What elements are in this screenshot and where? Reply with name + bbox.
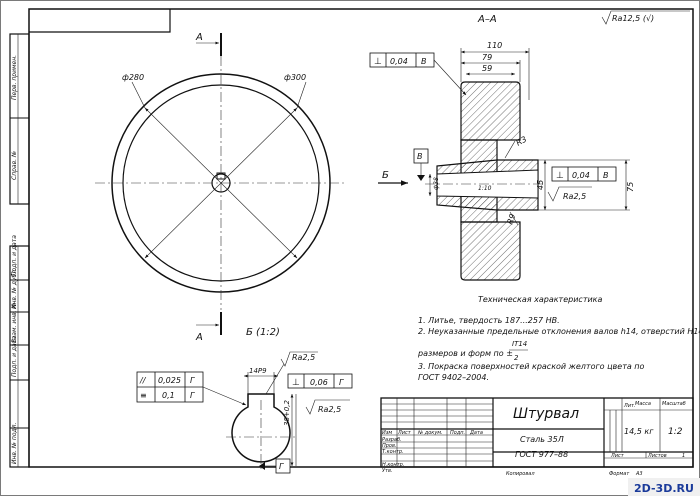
tol-kl-1-value: 0,025 [158, 376, 181, 385]
view-b-label: Б (1:2) [246, 327, 280, 338]
tol-top-symbol: ⊥ [374, 57, 382, 67]
ra-side: Ra2,5 [318, 405, 341, 414]
col-list: Лист [397, 430, 412, 436]
stamp-text: Инв. № подл. [11, 423, 18, 464]
row-razrab: Разраб. [382, 437, 402, 443]
rim-section-bottom [460, 221, 521, 281]
lit-label: Лит. [623, 403, 636, 409]
format-value: A3 [635, 471, 643, 477]
mass-label: Масса [635, 401, 651, 407]
keyway-depth: 38+0,2 [283, 400, 291, 426]
col-doc: № докум. [417, 430, 443, 436]
sheets-count: 1 [682, 453, 685, 459]
stamp-text: Подп. и дата [11, 336, 18, 377]
roughness-general-mark [601, 10, 690, 25]
copied-label: Копировал [506, 471, 535, 477]
dim-width-total: 110 [487, 41, 502, 50]
tol-right-symbol: ⊥ [556, 171, 564, 181]
tol-right-value: 0,04 [572, 171, 590, 180]
stamp-text: Перв. примен. [11, 55, 18, 100]
tech-it14: IT14 [512, 340, 527, 348]
tol-kl-2-value: 0,1 [162, 391, 175, 400]
row-nkontr: Н.контр. [382, 462, 404, 468]
col-sign: Подп. [450, 430, 465, 436]
dim-hub-dia: 45 [536, 180, 545, 190]
section-view: A–A Ra12,5 (√) 110 79 59 ⊥ 0,04 В [369, 10, 690, 281]
ra-hub-mark [547, 186, 592, 202]
dim-height-right: 75 [626, 182, 635, 192]
view-b-arrow-label: Б [382, 170, 389, 181]
top-stamp [29, 9, 171, 33]
ra-side-mark [305, 399, 350, 415]
title-block: Изм Лист № докум. Подп. Дата Разраб. Про… [380, 397, 694, 477]
keyway-width: 14P9 [249, 367, 267, 375]
section-label: A–A [477, 14, 497, 25]
cut-marker-bottom: A [195, 332, 203, 343]
material-2: ГОСТ 977–88 [515, 450, 568, 459]
col-date: Дата [469, 430, 483, 436]
datum-g-box [275, 458, 291, 474]
tol-kr-value: 0,06 [310, 378, 328, 387]
tol-kr-symbol: ⊥ [292, 378, 300, 388]
dim-width-inner: 59 [482, 64, 492, 73]
material-1: Сталь 35Л [520, 435, 564, 444]
watermark: 2D-3D.RU [634, 482, 694, 495]
roughness-general: Ra12,5 (√) [612, 14, 654, 23]
tol-right-datum: В [603, 171, 609, 180]
front-view: ф280 ф300 A A [95, 32, 347, 343]
drawing-frame [28, 8, 694, 468]
bore-small: ф38 [433, 177, 440, 190]
tech-line-1: 1. Литье, твердость 187...257 НВ. [418, 316, 560, 325]
ra-top-mark [280, 351, 318, 367]
ra-hub: Ra2,5 [563, 192, 586, 201]
tol-kl-1-symbol: // [139, 376, 147, 385]
tech-two: 2 [514, 354, 519, 362]
rim-section-top [460, 81, 521, 141]
tech-line-3: размеров и форм по ± [417, 349, 513, 358]
keyway-profile [231, 393, 291, 463]
row-tkontr: Т.контр. [382, 449, 404, 455]
dim-width-mid: 79 [482, 53, 492, 62]
stamp-text: Справ. № [11, 151, 18, 180]
dim-radius-2: R9 [505, 213, 517, 226]
ra-top: Ra2,5 [292, 353, 315, 362]
datum-b: В [417, 152, 423, 161]
stamp-text: Инв. № дубл. [11, 268, 18, 309]
datum-g: Г [279, 462, 284, 471]
cut-marker-top: A [195, 32, 203, 43]
mass-value: 14,5 кг [624, 427, 654, 436]
scale-label: Масштаб [662, 401, 686, 407]
tol-kl-1-datum: Г [190, 376, 195, 385]
tech-line-4: 3. Покраска поверхностей краской желтого… [418, 362, 645, 371]
dim-outer-left: ф280 [122, 73, 144, 82]
tech-line-2: 2. Неуказанные предельные отклонения вал… [418, 327, 700, 336]
row-utv: Утв. [382, 468, 393, 474]
side-stamp: Перв. примен. Справ. № Подп. и дата Инв.… [9, 33, 30, 468]
format-label: Формат [609, 471, 630, 477]
tech-notes: Техническая характеристика 1. Литье, тве… [417, 295, 700, 382]
keyway-view: Б (1:2) 14P9 Ra2,5 38+0,2 Ra2,5 // 0,025… [136, 327, 353, 474]
part-name: Штурвал [513, 406, 579, 422]
tol-kr-datum: Г [339, 378, 344, 387]
taper: 1:10 [478, 185, 492, 192]
sheets-label: Листов [647, 453, 667, 459]
sheet-label: Лист [610, 453, 625, 459]
tech-line-5: ГОСТ 9402–2004. [418, 373, 489, 382]
scale-value: 1:2 [668, 427, 683, 437]
tol-kl-2-symbol: ≡ [140, 391, 147, 400]
stamp-text: Подп. и дата [11, 235, 18, 276]
tol-top-value: 0,04 [390, 57, 408, 66]
dim-outer-right: ф300 [284, 73, 306, 82]
col-izm: Изм [382, 430, 392, 436]
stamp-text: Взам. инв. № [11, 302, 18, 343]
tol-kl-2-datum: Г [190, 391, 195, 400]
tol-top-datum: В [421, 57, 427, 66]
tech-title: Техническая характеристика [478, 295, 603, 304]
row-prov: Пров. [382, 443, 397, 449]
